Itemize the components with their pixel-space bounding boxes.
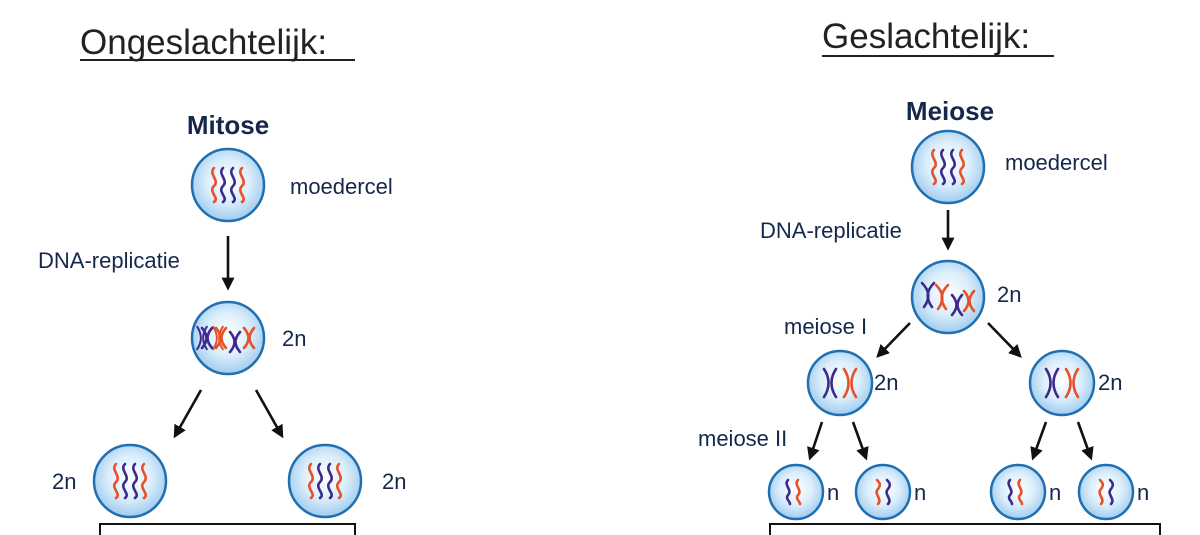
meiose-2-label: meiose II [698,426,787,451]
crossover-chromosomes-icon [920,281,976,317]
gamete-cell-2 [854,463,912,521]
mitose-replicated-label: 2n [282,326,306,351]
left-heading: Ongeslachtelijk: [80,23,327,62]
mitose-arrow-left [173,389,203,439]
mitose-mother-label: moedercel [290,174,393,199]
mitose-arrow-right [254,389,284,439]
meiose-1-arrow-right [987,322,1022,358]
meiose-title: Meiose [906,96,994,126]
right-heading: Geslachtelijk: [822,17,1030,56]
meiose-mid-right-label: 2n [1098,370,1122,395]
meiose-bracket [769,523,1161,535]
mitose-daughter-left-label: 2n [52,469,76,494]
mitose-mother-cell [190,147,266,223]
mitose-title: Mitose [187,110,269,140]
meiose-1-label: meiose I [784,314,867,339]
meiose-replicated-cell [910,259,986,335]
mitose-replicated-cell [190,300,266,376]
meiose-2-arrow-1 [807,421,824,461]
mitose-daughter-right-label: 2n [382,469,406,494]
mitose-daughter-right-cell [287,443,363,519]
mitose-replication-label: DNA-replicatie [38,248,180,273]
mitose-bracket [99,523,356,535]
meiose-2-arrow-3 [1030,421,1048,461]
meiose-1-arrow-left [876,322,911,358]
meiose-2-arrow-4 [1076,421,1094,461]
gamete-label-2: n [914,480,926,505]
gamete-label-1: n [827,480,839,505]
meiose-mid-left-cell [806,349,874,417]
gamete-cell-3 [989,463,1047,521]
gamete-label-4: n [1137,480,1149,505]
meiose-mother-label: moedercel [1005,150,1108,175]
meiose-mid-right-cell [1028,349,1096,417]
meiose-mid-left-label: 2n [874,370,898,395]
gamete-label-3: n [1049,480,1061,505]
meiose-mother-cell [910,129,986,205]
gamete-cell-4 [1077,463,1135,521]
meiose-replicated-label: 2n [997,282,1021,307]
meiose-2-arrow-2 [851,421,869,461]
mitose-daughter-left-cell [92,443,168,519]
meiose-replication-label: DNA-replicatie [760,218,902,243]
gamete-cell-1 [767,463,825,521]
